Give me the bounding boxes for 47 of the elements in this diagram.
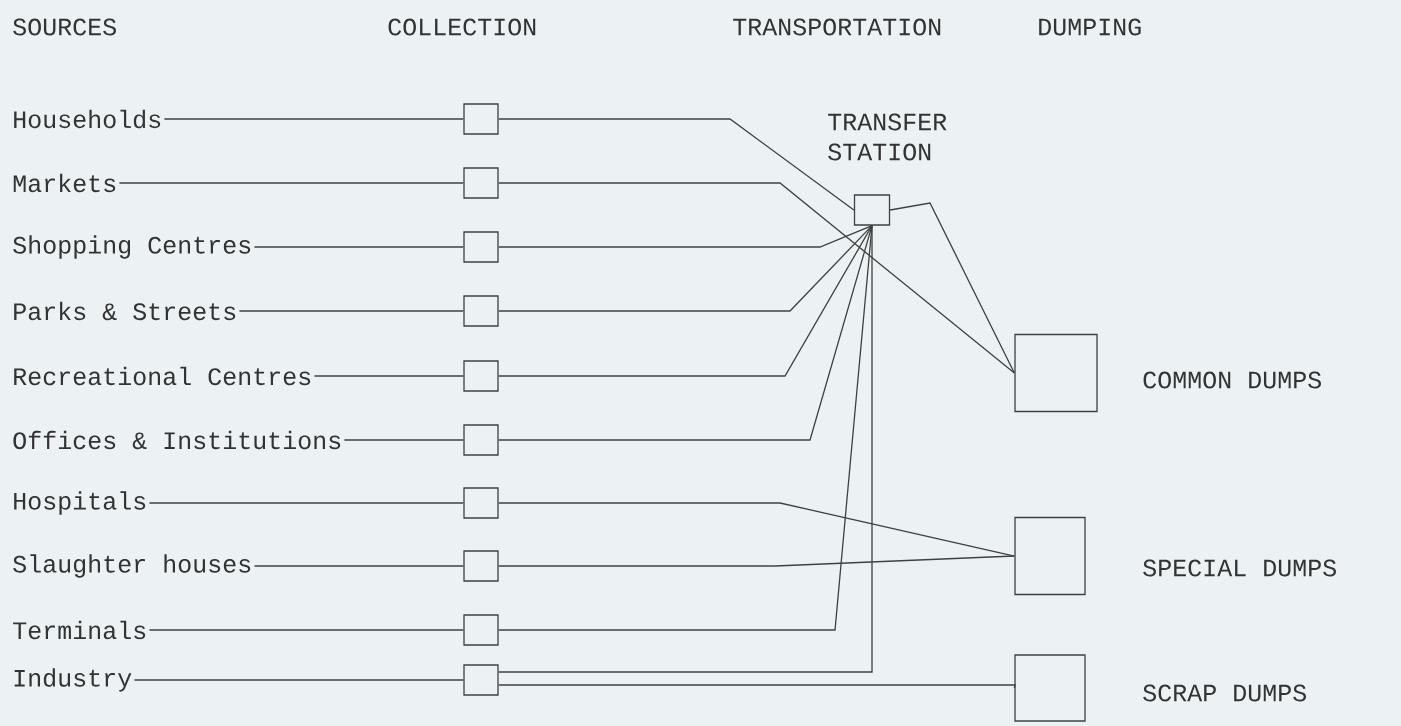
box-caption: SPECIAL DUMPS [1143,559,1336,577]
box-caption: COMMON DUMPS [1143,371,1321,389]
box-caption: TRANSFER STATION [828,113,947,161]
collection-box [463,487,499,519]
collection-box [463,664,499,696]
source-label: Offices & Institutions [13,430,341,450]
connector-line [343,439,464,441]
connector-line [498,225,873,441]
source-label: Hospitals [14,491,146,515]
collection-box [463,231,499,263]
connector-line [498,118,855,211]
source-label: Industry [14,668,132,692]
source-label: Households [14,109,161,129]
connector-line [253,565,464,567]
source-label: Terminals [13,620,146,640]
connector-line [163,118,464,120]
source-label: Parks & Streets [14,301,236,321]
source-label: Shopping Centres [13,235,251,259]
column-heading: DUMPING [1039,18,1141,36]
connector-line [253,246,464,248]
source-label: Markets [13,173,116,193]
connector-line [148,502,464,504]
collection-box [463,295,499,327]
connector-line [498,225,873,248]
connector-line [238,310,464,312]
connector-line [133,679,464,681]
source-label: Recreational Centres [14,366,311,386]
connector-line [313,375,464,377]
column-heading: TRANSPORTATION [733,18,941,36]
collection-box [463,360,499,392]
collection-box [463,424,499,456]
connector-line [498,684,1016,689]
connector-line [498,225,873,312]
connector-line [889,202,1015,374]
collection-box [463,550,499,582]
connector-line [148,629,464,631]
connector-line [498,182,1015,374]
source-label: Slaughter houses [13,554,251,578]
column-heading: COLLECTION [388,18,536,36]
connector-line [498,555,1015,567]
connector-line [118,182,464,184]
box-caption: SCRAP DUMPS [1143,684,1306,702]
collection-box [463,167,499,199]
collection-box [463,103,499,135]
column-heading: SOURCES [13,18,116,36]
connector-line [498,225,873,377]
collection-box [463,614,499,646]
